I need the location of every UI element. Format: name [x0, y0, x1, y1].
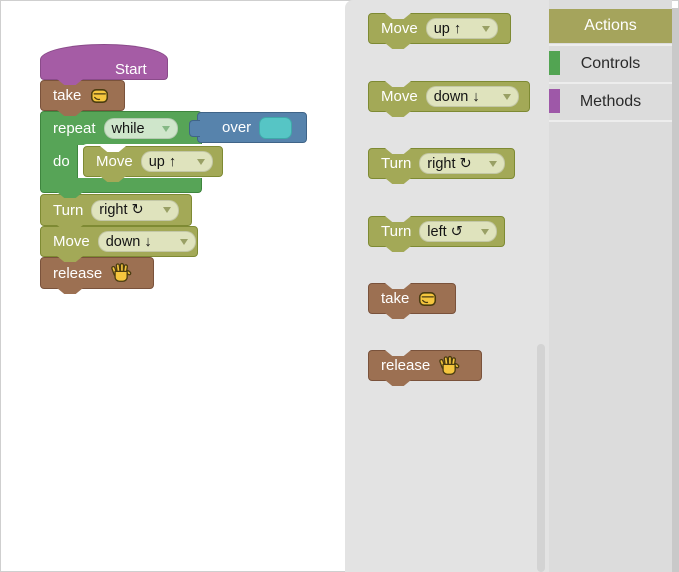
bottom-tab	[57, 110, 83, 116]
fist-icon	[89, 85, 110, 106]
bottom-tab	[385, 111, 411, 117]
top-notch	[385, 350, 411, 356]
dropdown-arrow-icon	[179, 238, 188, 245]
bottom-tab	[385, 43, 411, 49]
inner-move-block[interactable]: Move up ↑	[83, 146, 223, 182]
bottom-tab	[57, 225, 83, 231]
repeat-block-spine[interactable]: do	[40, 145, 78, 178]
top-notch	[385, 283, 411, 289]
dropdown-value: right ↻	[99, 202, 144, 218]
bottom-tab	[57, 79, 83, 85]
over-block[interactable]: over	[189, 112, 307, 143]
dropdown-arrow-icon	[481, 25, 490, 32]
dropdown-arrow-icon	[161, 125, 170, 132]
palette-turn-left-dropdown[interactable]: left ↺	[419, 221, 498, 242]
dropdown-arrow-icon	[489, 160, 498, 167]
dropdown-value: while	[111, 120, 145, 137]
bottom-tab	[100, 176, 126, 182]
palette-move-up[interactable]: Move up ↑	[368, 13, 511, 49]
bottom-tab	[385, 313, 411, 319]
repeat-block-spine-label: do	[53, 153, 70, 170]
bottom-tab	[385, 178, 411, 184]
palette-move-down-dropdown[interactable]: down ↓	[425, 86, 519, 107]
repeat-block-top[interactable]: repeat while	[40, 111, 202, 145]
turn-block-label: Turn	[53, 201, 84, 219]
category-color-chip	[549, 51, 560, 75]
bottom-tab	[57, 256, 83, 262]
palette-take[interactable]: take	[368, 283, 456, 319]
bottom-tab	[385, 246, 411, 252]
toolbox-scrollbar[interactable]	[672, 8, 679, 572]
release-block[interactable]: release	[40, 257, 154, 294]
move-block[interactable]: Move down ↓	[40, 226, 198, 262]
top-notch	[100, 146, 126, 152]
move-block-dropdown[interactable]: down ↓	[97, 231, 196, 252]
bottom-tab	[385, 380, 411, 386]
release-block-label: release	[53, 264, 103, 282]
repeat-block-top-label: repeat	[53, 120, 96, 137]
palette-move-up-label: Move	[381, 20, 418, 37]
bottom-tab	[57, 192, 83, 198]
take-block[interactable]: take	[40, 80, 125, 116]
fist-icon	[417, 288, 438, 309]
move-block-label: Move	[53, 233, 90, 250]
palette-move-down-label: Move	[381, 88, 418, 105]
inner-move-block-dropdown[interactable]: up ↑	[140, 151, 213, 172]
inner-move-block-label: Move	[96, 153, 133, 170]
top-notch	[385, 81, 411, 87]
turn-block[interactable]: Turn right ↻	[40, 194, 192, 231]
category-actions[interactable]: Actions	[549, 8, 672, 46]
category-selected-highlight	[549, 9, 672, 43]
over-block-label: over	[222, 119, 252, 136]
top-notch	[385, 216, 411, 222]
dropdown-value: right ↻	[427, 155, 472, 172]
category-label: Controls	[580, 55, 641, 72]
dropdown-arrow-icon	[163, 207, 172, 213]
turn-block-dropdown[interactable]: right ↻	[91, 199, 180, 221]
palette-scrollbar-thumb[interactable]	[537, 344, 545, 572]
repeat-block-top-dropdown[interactable]: while	[103, 118, 178, 139]
palette-turn-right-label: Turn	[381, 155, 412, 172]
category-color-chip	[549, 89, 560, 113]
category-label: Methods	[579, 93, 642, 110]
palette-release-label: release	[381, 357, 431, 374]
dropdown-arrow-icon	[502, 93, 511, 100]
palette-move-down[interactable]: Move down ↓	[368, 81, 530, 117]
left-connector	[189, 120, 200, 137]
hand-icon	[438, 355, 460, 377]
dropdown-value: down ↓	[433, 88, 480, 105]
top-notch	[385, 148, 411, 154]
palette-turn-right-dropdown[interactable]: right ↻	[419, 153, 506, 174]
palette-turn-right[interactable]: Turn right ↻	[368, 148, 515, 184]
dropdown-value: down ↓	[105, 233, 152, 250]
dropdown-value: up ↑	[148, 153, 177, 170]
palette-turn-left-label: Turn	[381, 223, 412, 240]
start-block-label: Start	[115, 61, 147, 78]
palette-release[interactable]: release	[368, 350, 482, 386]
category-methods[interactable]: Methods	[549, 84, 672, 122]
repeat-block-bottom[interactable]	[40, 178, 202, 198]
value-slot[interactable]	[259, 116, 293, 139]
dropdown-arrow-icon	[481, 228, 490, 235]
palette-take-label: take	[381, 290, 410, 307]
palette-move-up-dropdown[interactable]: up ↑	[425, 18, 498, 39]
hand-icon	[110, 262, 132, 284]
category-toolbox: Actions Controls Methods	[549, 0, 672, 572]
dropdown-value: up ↑	[433, 20, 462, 37]
dropdown-value: left ↺	[427, 223, 463, 240]
top-notch	[385, 13, 411, 19]
palette-turn-left[interactable]: Turn left ↺	[368, 216, 505, 252]
category-label: Actions	[584, 17, 637, 34]
dropdown-arrow-icon	[196, 158, 205, 165]
take-block-label: take	[53, 87, 82, 104]
bottom-tab	[57, 288, 83, 294]
start-block[interactable]: Start	[40, 44, 168, 85]
category-controls[interactable]: Controls	[549, 46, 672, 84]
